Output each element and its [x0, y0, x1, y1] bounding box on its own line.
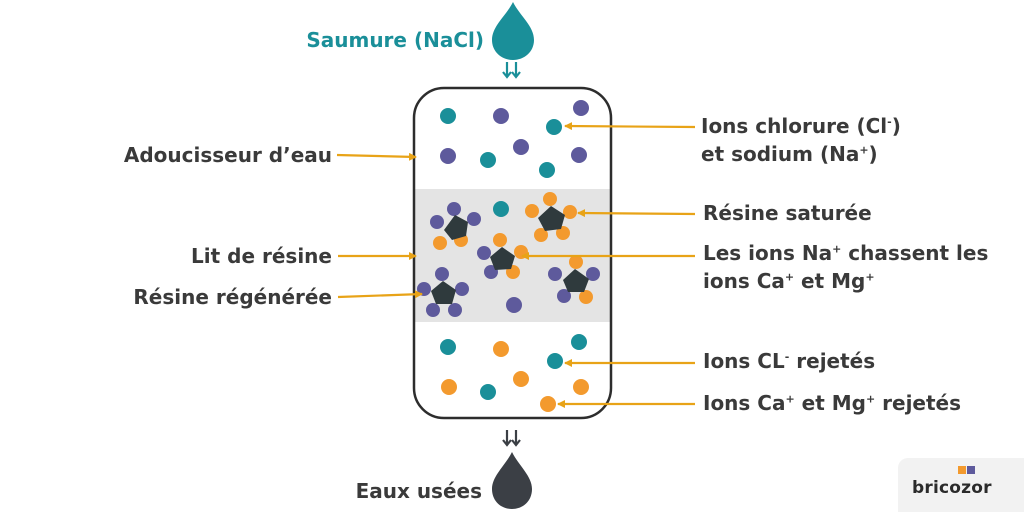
sodium-ion [493, 108, 509, 124]
inflow-arrows-icon [502, 62, 521, 79]
sodium-ion [513, 139, 529, 155]
chloride-ion [493, 201, 509, 217]
brand-mark-icon [958, 466, 975, 474]
arrow-resine-regeneree [337, 290, 423, 299]
calcium-ion [573, 379, 589, 395]
resine-saturee-label: Résine saturée [703, 201, 872, 225]
outflow-arrows-icon [502, 430, 521, 447]
sodium-ion [440, 148, 456, 164]
chloride-ion [480, 152, 496, 168]
calcium-ion [441, 379, 457, 395]
right-arrows [521, 122, 696, 408]
arrow-resine-saturee [577, 209, 696, 218]
chloride-ion [440, 339, 456, 355]
brand-name: bricozor [912, 478, 992, 498]
brine-label: Saumure (NaCl) [306, 28, 484, 52]
resine-regeneree-label: Résine régénérée [133, 285, 332, 309]
wastewater-label: Eaux usées [355, 479, 482, 503]
resin-cluster [430, 202, 481, 250]
resin-cluster [548, 255, 600, 304]
sodium-ion [573, 100, 589, 116]
adoucisseur-label: Adoucisseur d’eau [123, 143, 332, 167]
arrow-adoucisseur [336, 152, 417, 161]
chloride-ion [539, 162, 555, 178]
bottom-ions [440, 334, 589, 412]
na-chassent-label: Les ions Na+ chassent les ions Ca+ et Mg… [703, 241, 989, 293]
chloride-ion [547, 353, 563, 369]
camg-rejetes-label: Ions Ca+ et Mg+ rejetés [703, 391, 962, 415]
calcium-ion [540, 396, 556, 412]
chloride-ion [571, 334, 587, 350]
chloride-ion [546, 119, 562, 135]
chloride-ion [440, 108, 456, 124]
arrow-ions-chlorure [564, 122, 696, 131]
top-ions [440, 100, 589, 178]
cl-rejetes-label: Ions CL- rejetés [703, 349, 876, 373]
calcium-ion [493, 341, 509, 357]
calcium-ion [513, 371, 529, 387]
left-arrows [336, 152, 423, 299]
ions-chlorure-label: Ions chlorure (Cl-) et sodium (Na+) [701, 114, 901, 166]
wastewater-drop-icon [492, 452, 532, 509]
brine-drop-icon [492, 2, 534, 60]
sodium-ion [506, 297, 522, 313]
chloride-ion [480, 384, 496, 400]
resin-cluster [417, 267, 469, 317]
sodium-ion [571, 147, 587, 163]
brand-logo: bricozor [898, 458, 1024, 512]
resin-cluster [525, 192, 577, 242]
lit-resine-label: Lit de résine [191, 244, 332, 268]
